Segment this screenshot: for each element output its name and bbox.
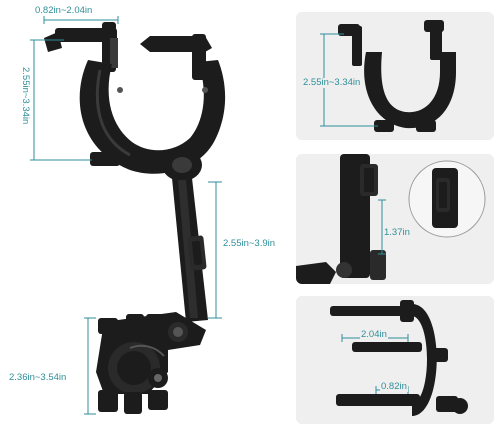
extension-arm (172, 178, 208, 322)
top-clamp (44, 22, 212, 80)
phone-mount-illustration (30, 16, 226, 415)
cradle-height-label: 2.36in~3.54in (8, 372, 68, 383)
grip-detail-illustration (320, 20, 456, 132)
panel-grip-height-label: 2.55in~3.34in (302, 77, 362, 88)
panel-min-width-label: 0.82in (380, 381, 408, 392)
grip-detail-panel: 2.55in~3.34in (296, 12, 494, 140)
dimension-lines (30, 16, 222, 415)
slider-detail-panel: 1.37in (296, 154, 494, 284)
arm-length-label: 2.55in~3.9in (222, 238, 277, 249)
clamp-width-label: 0.82in~2.04in (34, 5, 94, 16)
panel-max-width-label: 2.04in (360, 329, 388, 340)
slider-detail-illustration (296, 154, 486, 284)
width-detail-illustration (330, 300, 468, 416)
grip-height-label: 2.55in~3.34in (20, 66, 31, 126)
phone-cradle (96, 312, 206, 414)
width-detail-panel: 2.04in 0.82in (296, 296, 494, 424)
panel-slider-length-label: 1.37in (383, 227, 411, 238)
